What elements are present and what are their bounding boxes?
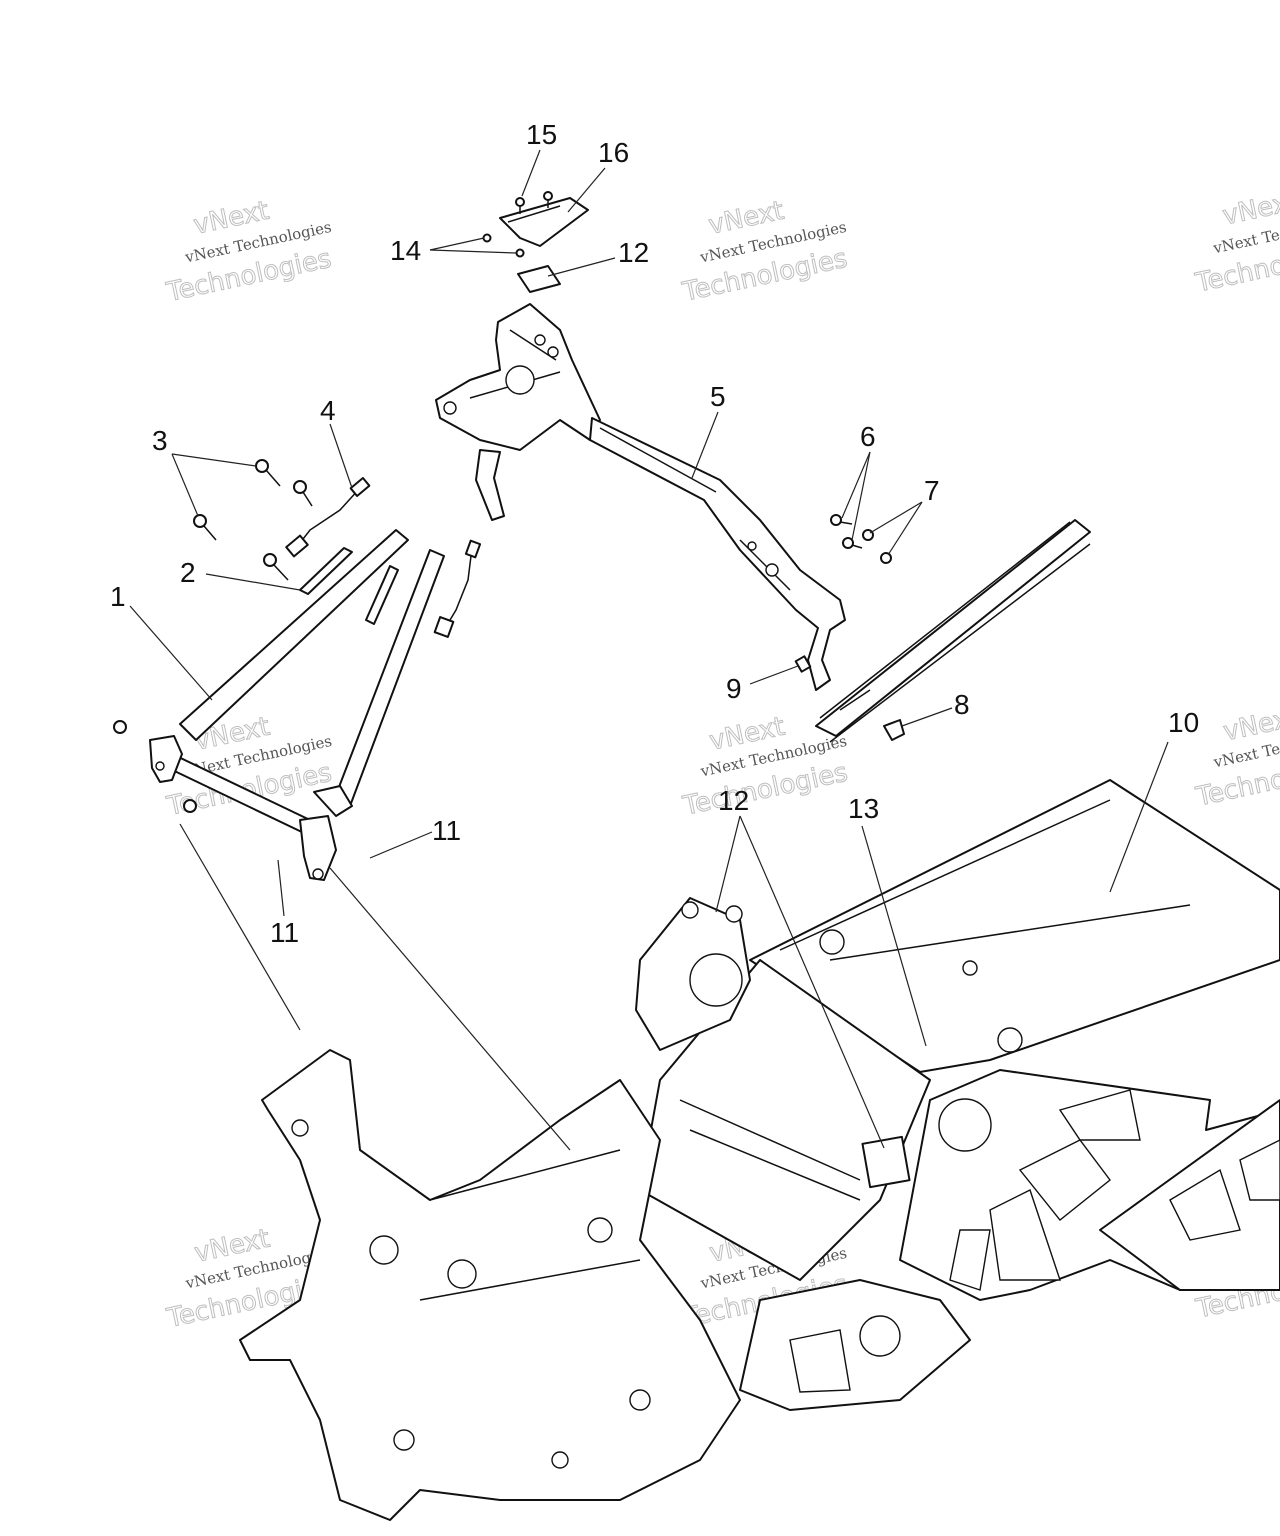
part-steering-support xyxy=(435,303,846,691)
callout-14: 14 xyxy=(390,235,421,266)
callout-9: 9 xyxy=(726,673,742,704)
callout-13: 13 xyxy=(848,793,879,824)
leader-16 xyxy=(567,167,606,213)
part-front-support-1 xyxy=(113,529,445,881)
watermark-top-center: vNext vNext Technologies Technologies xyxy=(679,195,851,308)
part-clip-9 xyxy=(794,655,812,673)
leader-13 xyxy=(861,825,927,1047)
leader-11b xyxy=(277,859,285,917)
leader-3a xyxy=(171,453,257,467)
leader-7b xyxy=(887,501,923,556)
leader-14a xyxy=(429,237,485,251)
part-bolts-6-7 xyxy=(830,514,892,564)
leader-4 xyxy=(329,423,353,489)
leader-7a xyxy=(869,501,923,534)
leader-lines xyxy=(129,149,1169,1151)
callout-7: 7 xyxy=(924,475,940,506)
leader-2 xyxy=(205,573,301,591)
callout-11-left: 11 xyxy=(270,917,299,948)
leader-6a xyxy=(841,451,871,519)
leader-assembly-right xyxy=(329,867,571,1151)
callout-6: 6 xyxy=(860,421,876,452)
callout-labels: 15 16 14 12 5 4 3 6 7 2 1 9 8 10 12 13 1… xyxy=(110,119,1199,948)
leader-14b xyxy=(429,249,517,254)
leader-1 xyxy=(129,605,213,701)
part-long-rail xyxy=(815,519,1091,743)
callout-11-right: 11 xyxy=(432,815,461,846)
callout-10: 10 xyxy=(1168,707,1199,738)
callout-4: 4 xyxy=(320,395,336,426)
callout-15: 15 xyxy=(526,119,557,150)
leader-12a xyxy=(715,815,741,913)
part-bar-2 xyxy=(299,547,399,625)
callout-5: 5 xyxy=(710,381,726,412)
leader-11a xyxy=(369,831,433,859)
part-strap-4 xyxy=(285,477,482,638)
callout-2: 2 xyxy=(180,557,196,588)
leader-8 xyxy=(901,707,953,727)
leader-5 xyxy=(691,411,719,479)
leader-15 xyxy=(521,149,541,197)
part-fastener-8 xyxy=(883,719,905,741)
callout-3: 3 xyxy=(152,425,168,456)
leader-12b xyxy=(739,815,885,1149)
watermark-top-text: vNext xyxy=(1220,186,1280,231)
callout-1: 1 xyxy=(110,581,126,612)
watermark-top-right: vNext vNext Technologies Technologies xyxy=(1192,186,1280,299)
callout-16: 16 xyxy=(598,137,629,168)
watermark-top-left: vNext vNext Technologies Technologies xyxy=(163,195,335,308)
part-cover-plate xyxy=(482,191,589,293)
part-bolts-3 xyxy=(193,459,313,581)
leader-6b xyxy=(851,451,871,541)
leader-10 xyxy=(1109,741,1169,893)
leader-assembly-left xyxy=(179,823,301,1031)
leader-9 xyxy=(749,665,799,685)
callout-12-top: 12 xyxy=(618,237,649,268)
callout-8: 8 xyxy=(954,689,970,720)
leader-12-top xyxy=(547,257,616,277)
callout-12-mid: 12 xyxy=(718,785,749,816)
part-main-chassis xyxy=(239,779,1280,1521)
leader-3b xyxy=(171,453,199,517)
